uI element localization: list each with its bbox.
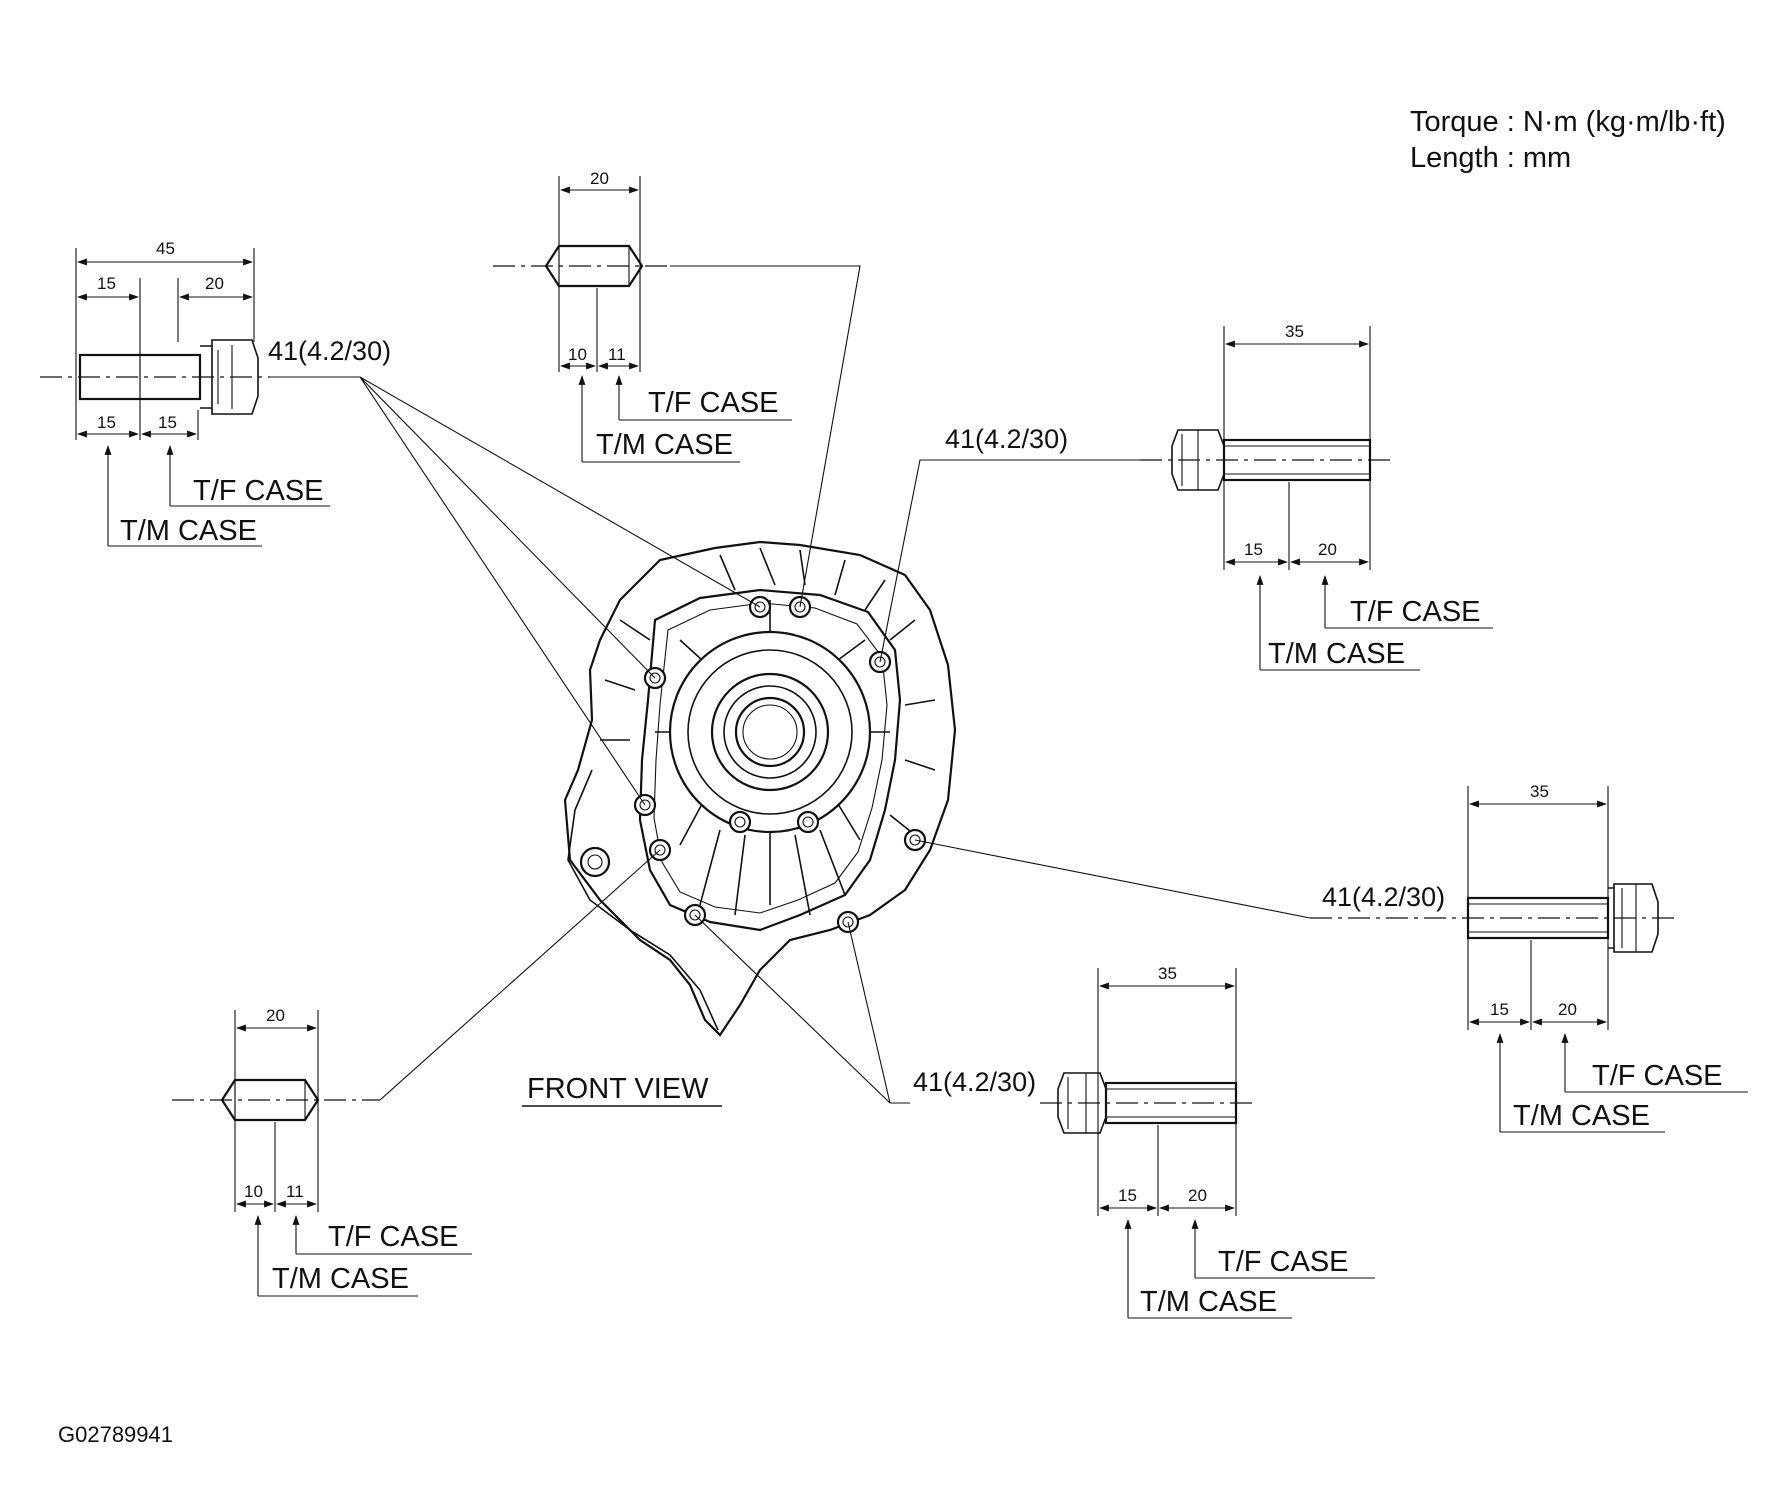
dim-overall: 20 — [266, 1006, 285, 1025]
torque-value: 41(4.2/30) — [1322, 882, 1445, 912]
tf-case-label: T/F CASE — [193, 475, 324, 507]
torque-value: 41(4.2/30) — [913, 1067, 1036, 1097]
dim-left: 15 — [1490, 1000, 1509, 1019]
dim-bottom-right: 15 — [158, 413, 177, 432]
tm-case-label: T/M CASE — [1140, 1286, 1277, 1318]
tf-case-label: T/F CASE — [1592, 1060, 1723, 1092]
dim-left: 15 — [1244, 540, 1263, 559]
tf-case-label: T/F CASE — [328, 1221, 459, 1253]
dim-overall: 35 — [1158, 964, 1177, 983]
dim-top-left: 15 — [97, 274, 116, 293]
transfer-case-housing — [563, 540, 957, 1037]
callout-top-left-bolt: 45 15 20 15 15 41(4.2/30) T/F CASE T/M C… — [40, 239, 391, 547]
dim-right: 20 — [1188, 1186, 1207, 1205]
dim-left: 10 — [568, 345, 587, 364]
tm-case-label: T/M CASE — [272, 1263, 409, 1295]
callout-top-dowel: 20 10 11 T/F CASE T/M CASE — [493, 169, 792, 463]
dim-right: 20 — [1318, 540, 1337, 559]
callout-right-upper-bolt: 35 15 20 41(4.2/30) T/F CASE T/M CASE — [945, 322, 1493, 671]
dim-right: 11 — [286, 1182, 304, 1201]
dim-bottom-left: 15 — [97, 413, 116, 432]
dim-left: 10 — [244, 1182, 263, 1201]
tf-case-label: T/F CASE — [1218, 1246, 1349, 1278]
tm-case-label: T/M CASE — [1268, 638, 1405, 670]
dim-overall: 35 — [1285, 322, 1304, 341]
callout-right-lower-bolt: 35 15 20 41(4.2/30) T/F CASE T/M CASE — [1310, 782, 1748, 1133]
dim-overall: 35 — [1530, 782, 1549, 801]
tf-case-label: T/F CASE — [648, 387, 779, 419]
dim-right: 20 — [1558, 1000, 1577, 1019]
tm-case-label: T/M CASE — [120, 515, 257, 547]
length-units-label: Length : mm — [1410, 142, 1571, 174]
callout-bottom-left-dowel: 20 10 11 T/F CASE T/M CASE — [172, 1006, 472, 1297]
dim-left: 15 — [1118, 1186, 1137, 1205]
tm-case-label: T/M CASE — [1513, 1100, 1650, 1132]
tm-case-label: T/M CASE — [596, 429, 733, 461]
dim-overall: 20 — [590, 169, 609, 188]
dim-overall: 45 — [156, 239, 175, 258]
front-view-label: FRONT VIEW — [527, 1073, 709, 1105]
dim-right: 11 — [608, 345, 626, 364]
leader-lines — [270, 265, 1311, 1104]
torque-value: 41(4.2/30) — [268, 336, 391, 366]
torque-units-label: Torque : N·m (kg·m/lb·ft) — [1410, 106, 1726, 138]
callout-bottom-center-bolt: 35 15 20 41(4.2/30) T/F CASE T/M CASE — [913, 964, 1375, 1319]
dim-top-right: 20 — [205, 274, 224, 293]
tf-case-label: T/F CASE — [1350, 596, 1481, 628]
figure-id: G02789941 — [58, 1422, 173, 1447]
torque-value: 41(4.2/30) — [945, 424, 1068, 454]
